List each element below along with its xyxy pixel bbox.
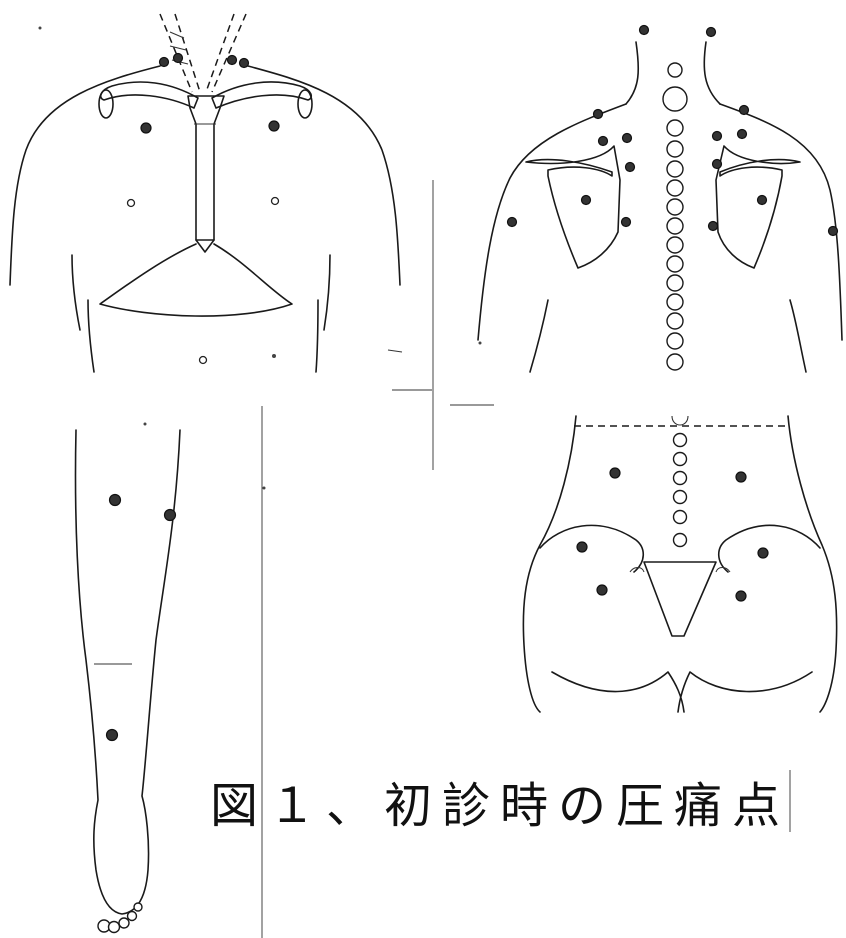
- lower-back-diagram: [523, 416, 836, 712]
- front-torso-diagram: [10, 14, 400, 372]
- back-torso-diagram: [478, 26, 842, 373]
- leg-diagram: [75, 430, 180, 933]
- figure-caption: 図１、初診時の圧痛点: [210, 766, 810, 836]
